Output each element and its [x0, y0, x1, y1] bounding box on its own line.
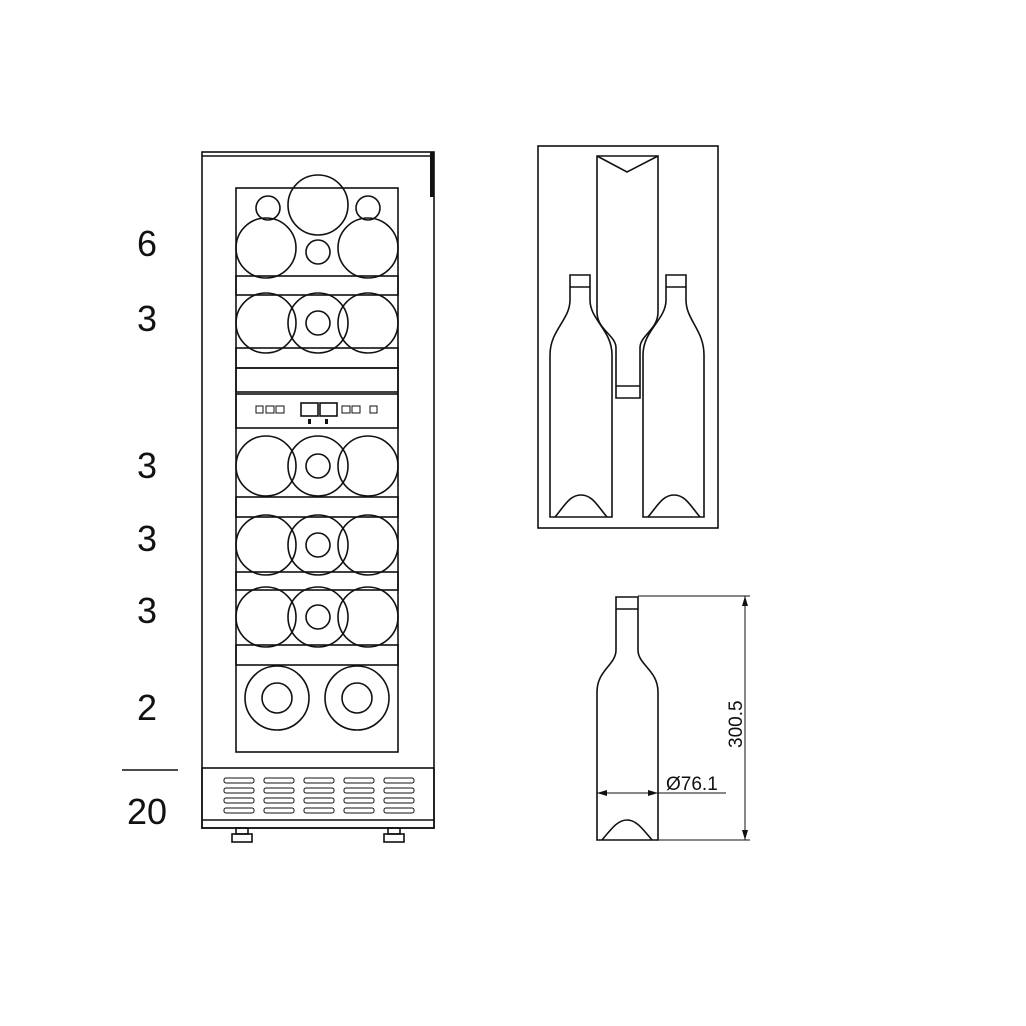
- bottle-diameter-label: Ø76.1: [666, 774, 718, 795]
- bottle-dimension-drawing: 300.5 Ø76.1: [596, 595, 750, 841]
- feet: [231, 827, 405, 843]
- capacity-shelf-2: 3: [137, 298, 157, 339]
- capacity-shelf-3: 3: [137, 445, 157, 486]
- shelf-capacity-labels: 6 3 3 3 3 2 20: [122, 223, 178, 832]
- capacity-shelf-6: 2: [137, 687, 157, 728]
- total-capacity: 20: [127, 791, 167, 832]
- capacity-shelf-5: 3: [137, 590, 157, 631]
- control-panel: [235, 393, 399, 429]
- ventilation-grille: [201, 767, 435, 829]
- shelf-row-2: [235, 292, 399, 354]
- cabinet-front: [201, 151, 435, 843]
- capacity-shelf-4: 3: [137, 518, 157, 559]
- bottle-height-label: 300.5: [726, 700, 747, 748]
- bottle-arrangement-view: [537, 145, 719, 529]
- glass-door: [235, 187, 399, 753]
- shelf-row-5: [235, 586, 399, 648]
- shelf-row-4: [235, 514, 399, 576]
- shelf-row-3: [235, 435, 399, 497]
- capacity-shelf-1: 6: [137, 223, 157, 264]
- shelf-row-1: [235, 174, 399, 279]
- shelf-row-6: [244, 665, 390, 731]
